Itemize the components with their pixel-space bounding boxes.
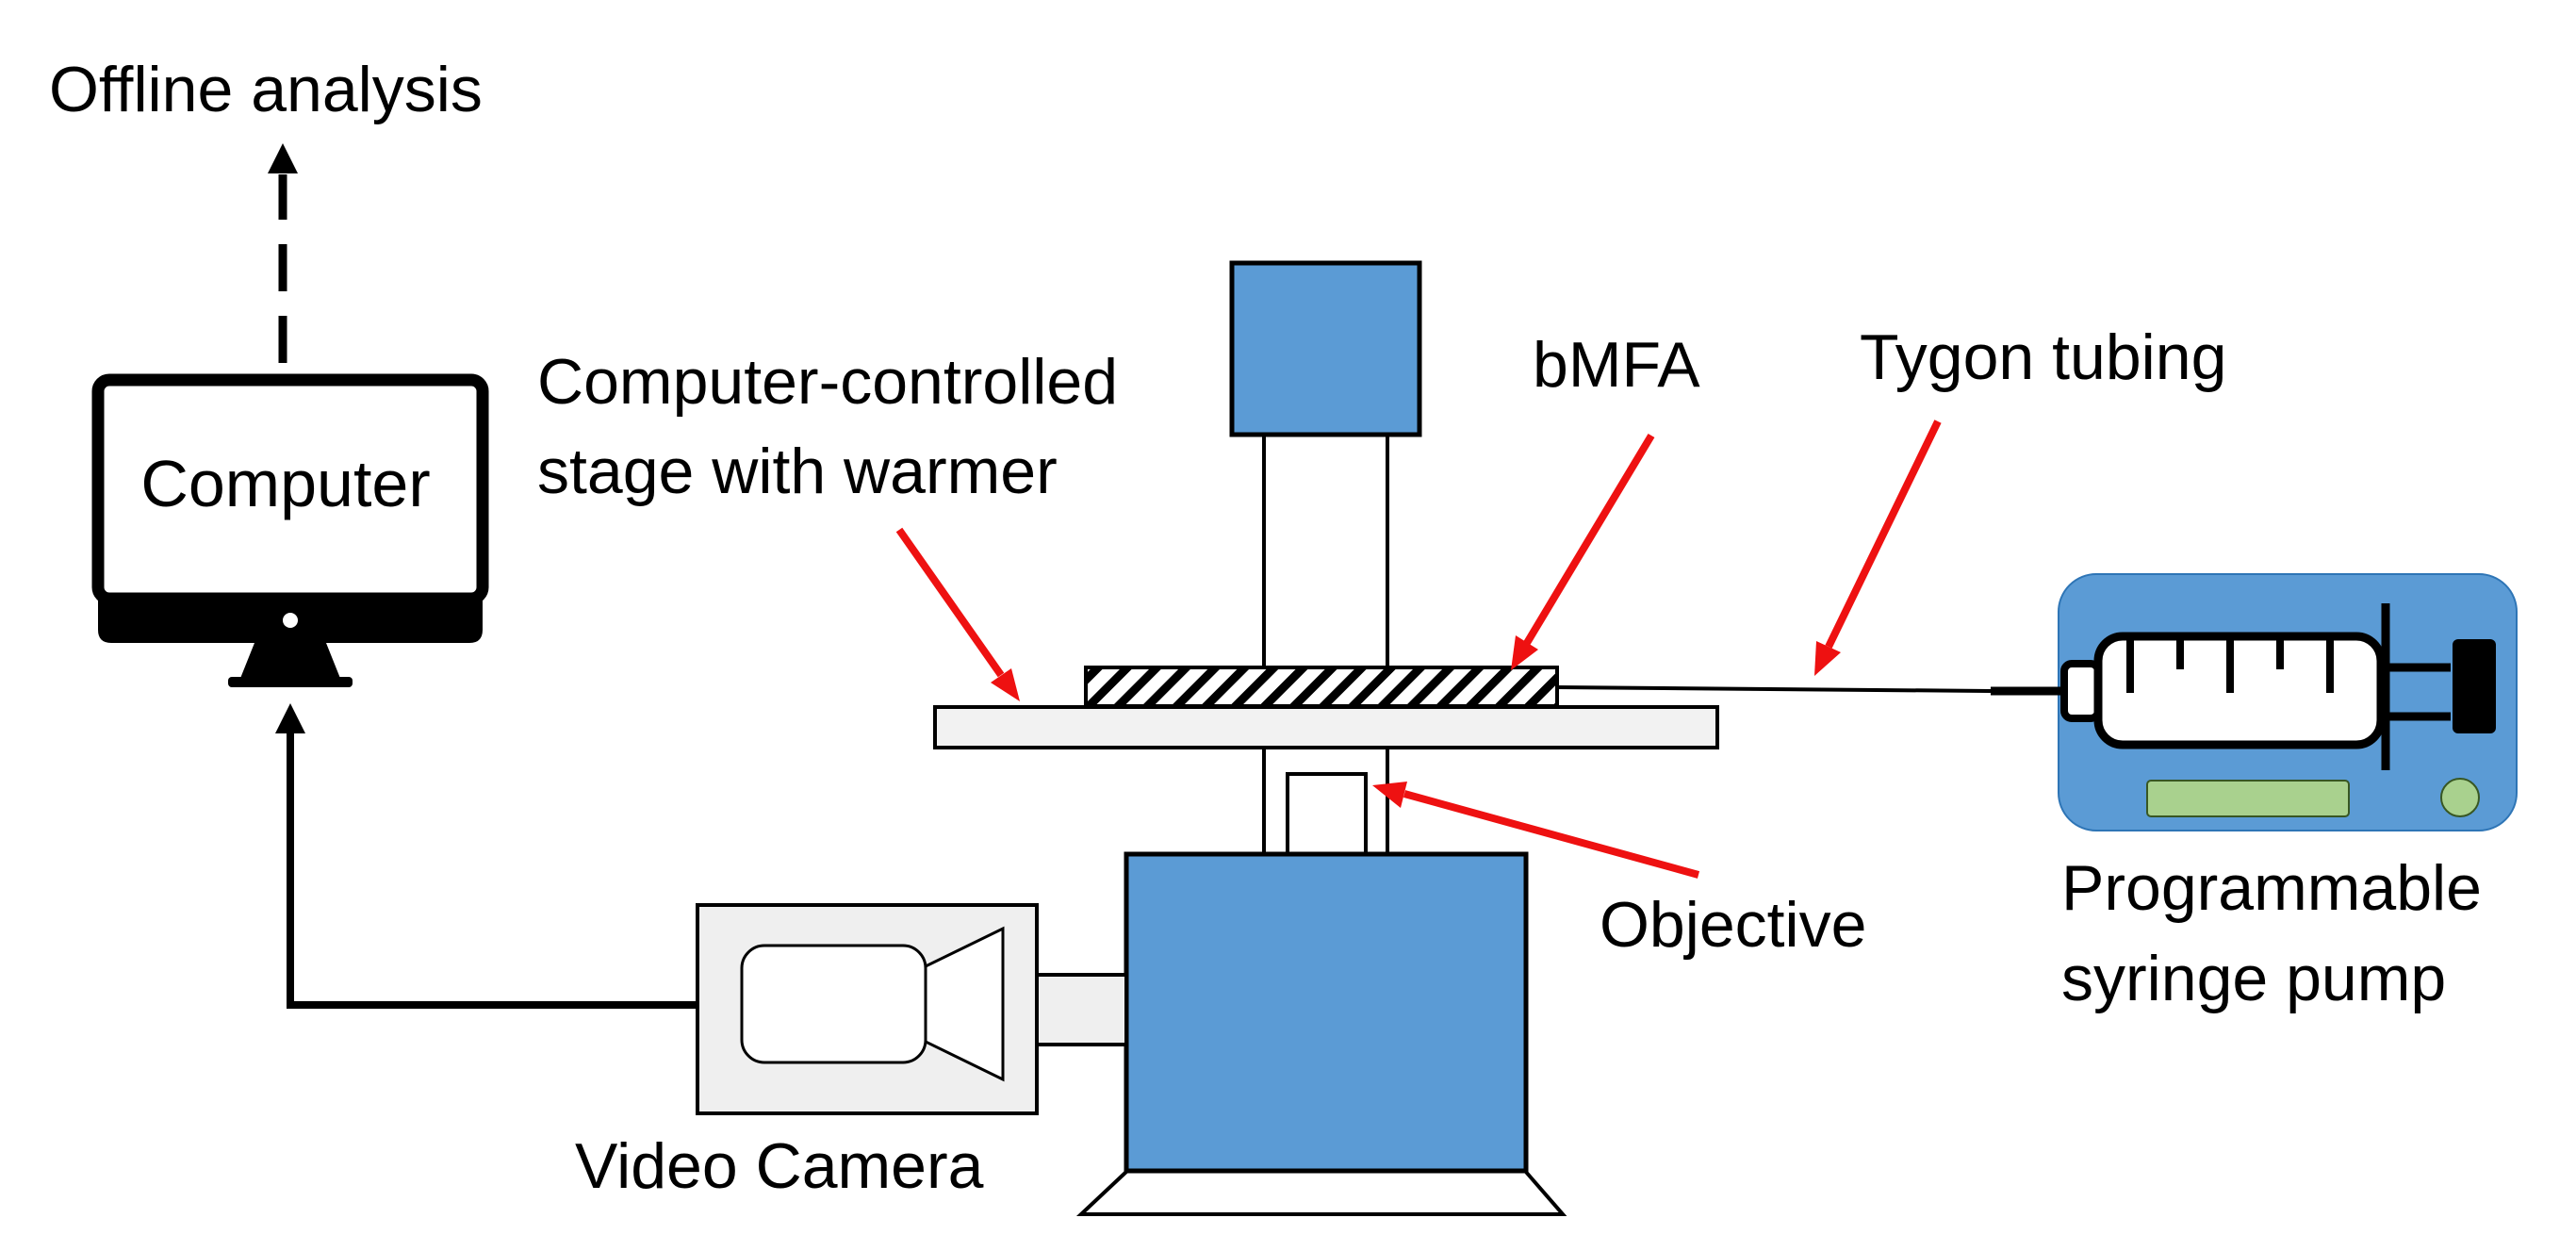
microscope-foot: [1075, 1169, 1567, 1216]
objective-label: Objective: [1600, 889, 1866, 961]
stage-label-line1: Computer-controlled: [537, 346, 1118, 418]
microscope-top-box: [1229, 260, 1422, 437]
microscope-stage: [933, 705, 1719, 749]
camera-to-computer-line: [287, 733, 697, 1009]
microscope-body: [1124, 851, 1529, 1174]
video-camera-icon: [696, 903, 1128, 1115]
tygon-tubing-label: Tygon tubing: [1860, 321, 2226, 393]
syringe-icon: [1991, 603, 2496, 770]
monitor-icon: [91, 373, 489, 687]
pump-display: [2146, 780, 2350, 817]
bmfa-device: [1084, 666, 1559, 708]
objective: [1286, 772, 1368, 856]
pump-label-line2: syringe pump: [2061, 943, 2446, 1014]
camera-to-computer-arrowhead: [275, 703, 305, 733]
offline-analysis-label: Offline analysis: [49, 54, 483, 125]
computer-label: Computer: [140, 447, 430, 520]
bmfa-label: bMFA: [1533, 329, 1700, 401]
tygon-tubing: [1556, 685, 1992, 693]
pump-knob: [2440, 778, 2480, 817]
microscope: [1075, 260, 1567, 1216]
stage-label-line2: stage with warmer: [537, 436, 1058, 507]
video-camera-label: Video Camera: [575, 1130, 984, 1202]
syringe-pump: [1991, 573, 2518, 831]
pointer-arrows: [895, 420, 1942, 879]
offline-arrowhead: [268, 143, 298, 173]
pump-label-line1: Programmable: [2061, 852, 2482, 924]
